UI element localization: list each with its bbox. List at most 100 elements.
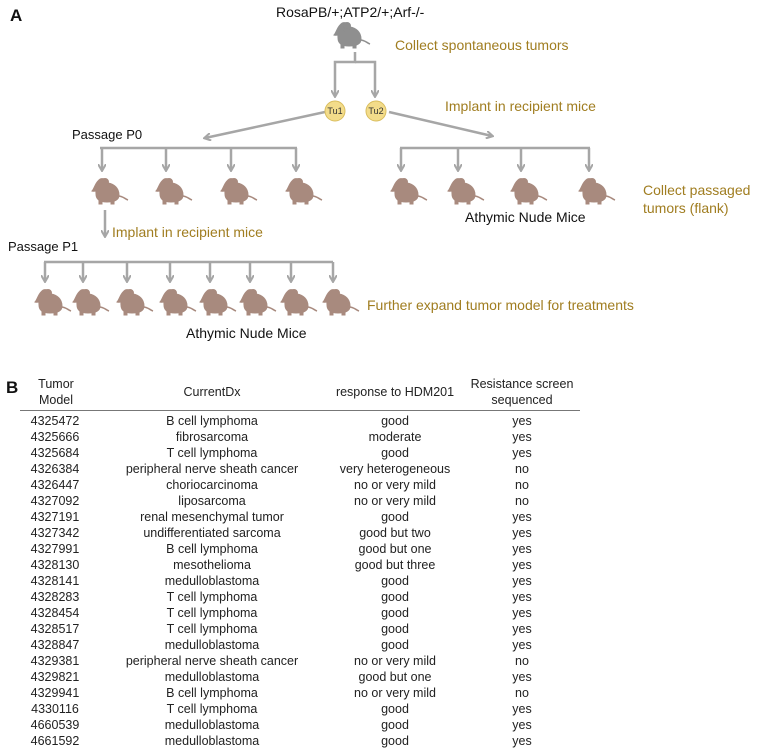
cell-tumor-model: 4326384 [30,462,80,476]
table-row: 4329821 medulloblastoma good but one yes [20,670,580,686]
cell-resistance: yes [512,590,532,604]
cell-response: good [381,510,409,524]
cell-current-dx: mesothelioma [173,558,251,572]
cell-resistance: yes [512,558,532,572]
cell-response: no or very mild [354,654,436,668]
passaged-mouse-icon [447,177,485,205]
cell-resistance: yes [512,542,532,556]
cell-resistance: yes [512,606,532,620]
cell-current-dx: medulloblastoma [164,670,260,684]
cell-tumor-model: 4660539 [30,718,80,732]
p1-mouse-icon [116,288,154,316]
cell-tumor-model: 4325684 [30,446,80,460]
passage-p1-label: Passage P1 [8,239,79,254]
cell-current-dx: B cell lymphoma [166,542,258,556]
implant-top-label: Implant in recipient mice [445,98,596,114]
p1-mouse-icon [72,288,110,316]
cell-resistance: no [515,462,529,476]
cell-tumor-model: 4328130 [30,558,80,572]
tumor-2-icon: Tu2 [365,100,387,122]
cell-current-dx: medulloblastoma [164,638,260,652]
cell-tumor-model: 4328141 [30,574,80,588]
passaged-mouse-icon [390,177,428,205]
tumor-1-icon: Tu1 [324,100,346,122]
cell-resistance: yes [512,638,532,652]
cell-resistance: yes [512,446,532,460]
cell-resistance: yes [512,718,532,732]
cell-resistance: yes [512,670,532,684]
cell-resistance: yes [512,526,532,540]
cell-current-dx: T cell lymphoma [166,622,258,636]
cell-current-dx: T cell lymphoma [166,702,258,716]
cell-current-dx: peripheral nerve sheath cancer [125,462,299,476]
cell-response: good [381,718,409,732]
p1-mouse-icon [34,288,72,316]
cell-tumor-model: 4329941 [30,686,80,700]
passaged-mouse-icon [510,177,548,205]
cell-current-dx: fibrosarcoma [175,430,249,444]
p1-mouse-icon [159,288,197,316]
collect-passaged-label: Collect passaged tumors (flank) [643,182,751,216]
p1-mouse-icon [239,288,277,316]
cell-current-dx: choriocarcinoma [166,478,258,492]
table-row: 4660539 medulloblastoma good yes [20,718,580,734]
cell-current-dx: T cell lymphoma [166,590,258,604]
cell-tumor-model: 4328847 [30,638,80,652]
cell-response: no or very mild [354,494,436,508]
athymic-right-label: Athymic Nude Mice [465,209,586,225]
cell-tumor-model: 4329821 [30,670,80,684]
p1-mouse-icon [280,288,318,316]
cell-resistance: yes [512,510,532,524]
cell-current-dx: medulloblastoma [164,718,260,732]
cell-response: good [381,638,409,652]
cell-response: good but one [358,542,432,556]
cell-response: good [381,574,409,588]
passage-p0-label: Passage P0 [72,127,143,142]
cell-response: good but three [354,558,436,572]
cell-tumor-model: 4328283 [30,590,80,604]
cell-tumor-model: 4325666 [30,430,80,444]
genotype-label: RosaPB/+;ATP2/+;Arf-/- [276,4,425,20]
p0-mouse-icon [285,177,323,205]
cell-current-dx: B cell lymphoma [166,686,258,700]
athymic-bottom-label: Athymic Nude Mice [186,325,307,341]
cell-response: good [381,606,409,620]
implant-left-label: Implant in recipient mice [112,224,263,240]
cell-tumor-model: 4327991 [30,542,80,556]
cell-resistance: yes [512,414,532,428]
cell-resistance: yes [512,702,532,716]
cell-response: good but one [358,670,432,684]
cell-resistance: yes [512,622,532,636]
cell-resistance: no [515,654,529,668]
cell-response: good [381,734,409,748]
col-header-dx: CurrentDx [183,385,241,399]
cell-response: good [381,622,409,636]
table-row: 4329941 B cell lymphoma no or very mild no [20,686,580,702]
cell-tumor-model: 4327342 [30,526,80,540]
p1-mouse-icon [322,288,360,316]
donor-mouse-icon [333,21,371,49]
cell-tumor-model: 4326447 [30,478,80,492]
table-header-rule [20,410,580,411]
cell-response: no or very mild [354,686,436,700]
cell-response: good [381,414,409,428]
col-header-resistance: Resistance screen sequenced [470,377,574,407]
cell-resistance: yes [512,734,532,748]
cell-tumor-model: 4328517 [30,622,80,636]
col-header-model: Tumor Model [38,377,74,407]
cell-resistance: no [515,686,529,700]
cell-response: good [381,702,409,716]
cell-tumor-model: 4330116 [31,702,79,716]
panel-b-label: B [6,378,19,397]
cell-current-dx: liposarcoma [178,494,246,508]
